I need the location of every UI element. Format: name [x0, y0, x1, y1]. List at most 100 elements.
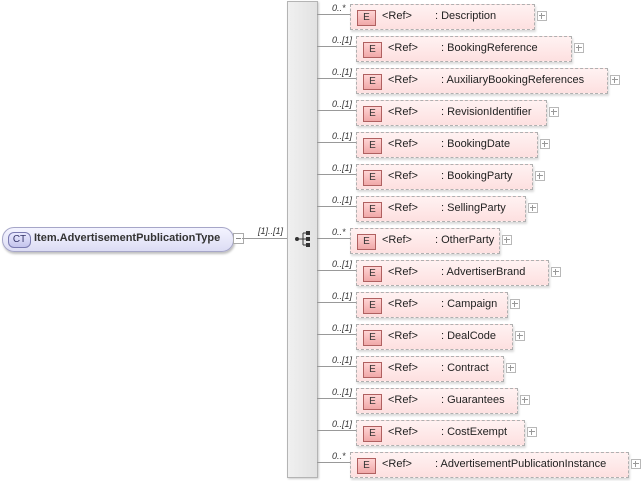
element-node[interactable]: E<Ref>: OtherParty	[350, 228, 500, 254]
expand-icon[interactable]	[528, 203, 538, 213]
element-badge: E	[363, 74, 382, 90]
element-name: : BookingReference	[441, 42, 538, 54]
element-ref: <Ref>	[388, 394, 418, 406]
cardinality-label: 0..[1]	[332, 163, 353, 173]
element-node[interactable]: E <Ref> : Description	[350, 4, 535, 30]
cardinality-label: 0..*	[332, 3, 346, 13]
connector-line	[317, 430, 356, 431]
element-badge: E	[363, 266, 382, 282]
expand-icon[interactable]	[549, 107, 559, 117]
element-badge: E	[363, 170, 382, 186]
element-name: : OtherParty	[435, 234, 495, 246]
element-ref: <Ref>	[382, 10, 412, 22]
complex-type-node[interactable]: CT Item.AdvertisementPublicationType	[2, 227, 234, 252]
cardinality-label: 0..[1]	[332, 195, 353, 205]
element-ref: <Ref>	[388, 202, 418, 214]
cardinality-label: [1]..[1]	[258, 226, 284, 236]
cardinality-label: 0..[1]	[332, 323, 353, 333]
element-name: : Description	[435, 10, 497, 22]
expand-icon[interactable]	[631, 459, 641, 469]
element-badge: E	[363, 138, 382, 154]
element-name: : AdvertiserBrand	[441, 266, 526, 278]
element-badge: E	[363, 426, 382, 442]
cardinality-label: 0..[1]	[332, 67, 353, 77]
connector-line	[317, 206, 356, 207]
element-node[interactable]: E<Ref>: DealCode	[356, 324, 513, 350]
expand-icon[interactable]	[510, 299, 520, 309]
complex-type-name: Item.AdvertisementPublicationType	[34, 232, 221, 244]
connector-line	[317, 398, 356, 399]
element-ref: <Ref>	[388, 362, 418, 374]
connector-line	[317, 238, 350, 239]
element-node[interactable]: E<Ref>: CostExempt	[356, 420, 525, 446]
connector-line	[317, 110, 356, 111]
element-name: : BookingParty	[441, 170, 513, 182]
cardinality-label: 0..[1]	[332, 387, 353, 397]
element-name: : Guarantees	[441, 394, 505, 406]
element-badge: E	[363, 330, 382, 346]
element-ref: <Ref>	[388, 106, 418, 118]
connector-line	[242, 238, 287, 239]
element-badge: E	[357, 10, 376, 26]
element-node[interactable]: E <Ref> : Contract	[356, 356, 504, 382]
element-node[interactable]: E<Ref>: AuxiliaryBookingReferences	[356, 68, 608, 94]
element-node[interactable]: E <Ref> : BookingParty	[356, 164, 533, 190]
sequence-icon[interactable]	[294, 230, 312, 248]
cardinality-label: 0..*	[332, 227, 346, 237]
element-name: : AdvertisementPublicationInstance	[435, 458, 607, 470]
expand-icon[interactable]	[535, 171, 545, 181]
expand-icon[interactable]	[540, 139, 550, 149]
cardinality-label: 0..[1]	[332, 419, 353, 429]
element-node[interactable]: E <Ref> : BookingReference	[356, 36, 572, 62]
expand-icon[interactable]	[502, 235, 512, 245]
connector-line	[317, 142, 356, 143]
connector-line	[317, 46, 356, 47]
expand-icon[interactable]	[515, 331, 525, 341]
element-badge: E	[363, 106, 382, 122]
element-ref: <Ref>	[388, 426, 418, 438]
cardinality-label: 0..[1]	[332, 99, 353, 109]
element-badge: E	[363, 362, 382, 378]
element-node[interactable]: E <Ref> : RevisionIdentifier	[356, 100, 547, 126]
element-node[interactable]: E<Ref>: AdvertiserBrand	[356, 260, 549, 286]
cardinality-label: 0..[1]	[332, 355, 353, 365]
complex-type-badge: CT	[8, 232, 31, 248]
sequence-compositor-bar	[287, 1, 318, 478]
connector-line	[317, 14, 350, 15]
expand-icon[interactable]	[610, 75, 620, 85]
connector-line	[317, 270, 356, 271]
cardinality-label: 0..[1]	[332, 291, 353, 301]
element-badge: E	[363, 202, 382, 218]
expand-icon[interactable]	[506, 363, 516, 373]
element-name: : AuxiliaryBookingReferences	[441, 74, 585, 86]
element-badge: E	[363, 298, 382, 314]
element-node[interactable]: E<Ref>: BookingDate	[356, 132, 538, 158]
element-name: : DealCode	[441, 330, 497, 342]
element-badge: E	[357, 458, 376, 474]
element-ref: <Ref>	[388, 138, 418, 150]
connector-line	[317, 174, 356, 175]
element-ref: <Ref>	[382, 458, 412, 470]
element-badge: E	[363, 394, 382, 410]
connector-line	[317, 366, 356, 367]
cardinality-label: 0..[1]	[332, 259, 353, 269]
element-node[interactable]: E<Ref>: SellingParty	[356, 196, 526, 222]
expand-icon[interactable]	[520, 395, 530, 405]
expand-icon[interactable]	[537, 11, 547, 21]
expand-icon[interactable]	[527, 427, 537, 437]
connector-line	[317, 302, 356, 303]
expand-icon[interactable]	[551, 267, 561, 277]
element-ref: <Ref>	[388, 170, 418, 182]
element-name: : RevisionIdentifier	[441, 106, 532, 118]
element-badge: E	[357, 234, 376, 250]
cardinality-label: 0..[1]	[332, 131, 353, 141]
element-node[interactable]: E <Ref> : Guarantees	[356, 388, 518, 414]
element-node[interactable]: E <Ref> : AdvertisementPublicationInstance	[350, 452, 629, 478]
expand-icon[interactable]	[574, 43, 584, 53]
element-name: : Contract	[441, 362, 489, 374]
element-name: : Campaign	[441, 298, 498, 310]
element-ref: <Ref>	[388, 42, 418, 54]
element-ref: <Ref>	[388, 298, 418, 310]
element-node[interactable]: E <Ref> : Campaign	[356, 292, 508, 318]
element-badge: E	[363, 42, 382, 58]
